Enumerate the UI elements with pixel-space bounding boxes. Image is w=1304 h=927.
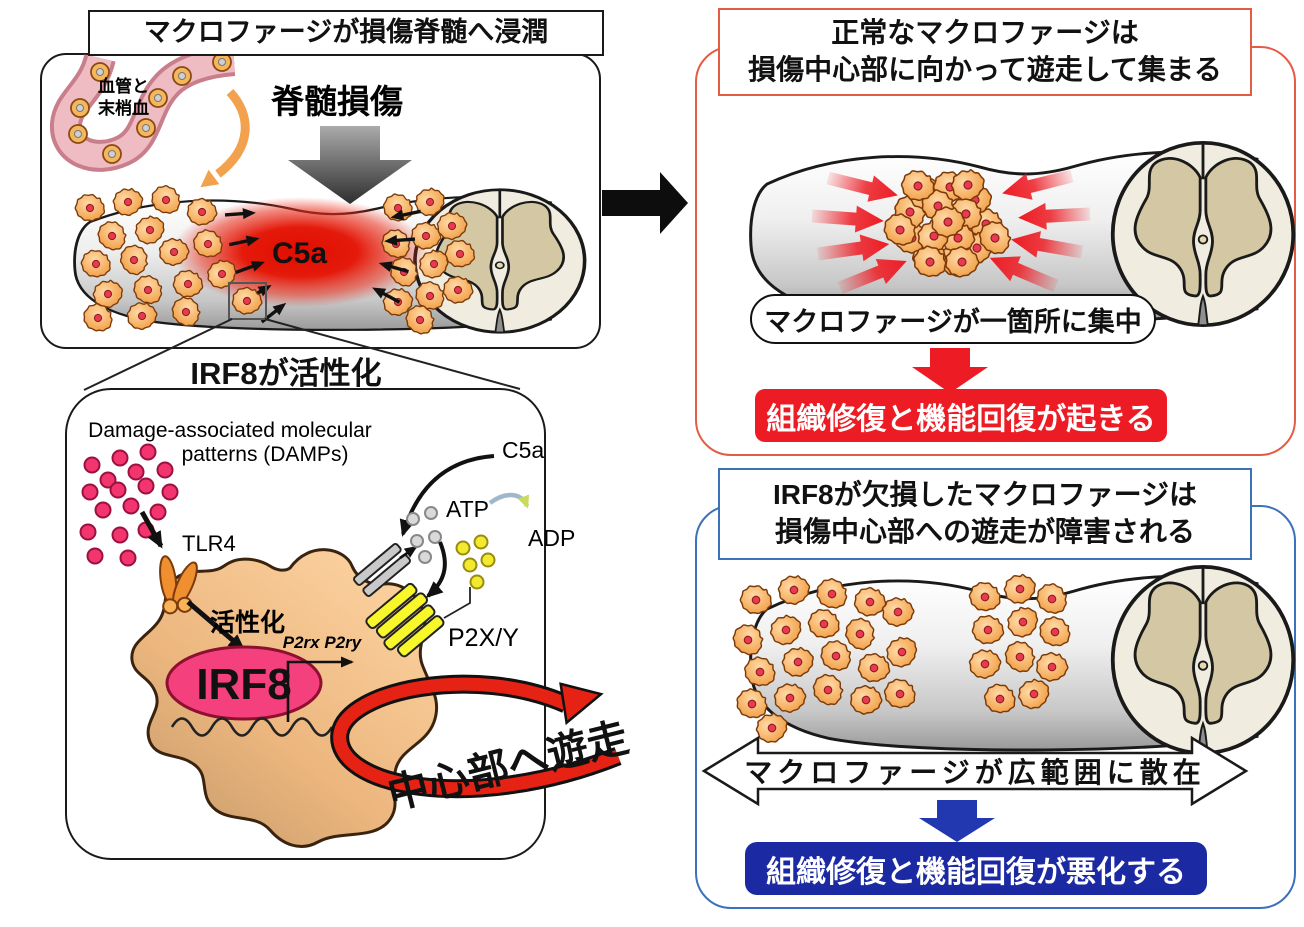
- damp-dot: [109, 481, 127, 499]
- p2xy-label: P2X/Y: [448, 624, 519, 652]
- vessel-label-line1: 血管と: [98, 76, 149, 96]
- negative-outcome-box: 組織修復と機能回復が悪化する: [745, 842, 1207, 895]
- vessel-cell-nucleus: [76, 104, 84, 112]
- normal-title-line1: 正常なマクロファージは: [831, 17, 1139, 49]
- scatter-caption: マクロファージが広範囲に散在: [744, 757, 1206, 788]
- deficient-title-line1: IRF8が欠損したマクロファージは: [772, 479, 1198, 511]
- damp-dot: [81, 483, 99, 501]
- vessel-cell-nucleus: [74, 130, 82, 138]
- deficient-panel-title: IRF8が欠損したマクロファージは 損傷中心部への遊走が障害される: [718, 468, 1252, 560]
- tlr4-receptor: [159, 555, 198, 615]
- cell-mechanism-illustration: Damage-associated molecular patterns (DA…: [79, 419, 622, 848]
- atp-dot: [424, 506, 438, 520]
- vessel-cell-nucleus: [218, 58, 226, 66]
- adp-dots: [455, 534, 496, 590]
- deficient-title-line2: 損傷中心部への遊走が障害される: [774, 516, 1195, 547]
- vessel-cell-nucleus: [154, 94, 162, 102]
- damp-dot: [161, 483, 179, 501]
- vessel-cell-nucleus: [108, 150, 116, 158]
- atp-release-arrow: [399, 545, 418, 560]
- transcription-arrow: [286, 656, 354, 722]
- irf8-label: IRF8: [196, 660, 291, 709]
- damp-dot: [79, 523, 97, 541]
- atp-dot: [406, 512, 420, 526]
- c5a-label: C5a: [272, 237, 327, 270]
- normal-migration-illustration: [751, 143, 1294, 393]
- c5a-injury-zone: [172, 197, 428, 307]
- genes-label: P2rx P2ry: [283, 633, 363, 652]
- vessel-entry-arrow: [200, 88, 250, 188]
- injury-arrow: [288, 126, 412, 204]
- damp-dot: [137, 477, 155, 495]
- zoom-heading: IRF8が活性化: [190, 356, 382, 391]
- infiltration-title: マクロファージが損傷脊髄へ浸潤: [88, 10, 604, 56]
- damp-dot: [99, 471, 117, 489]
- damp-dot: [119, 549, 137, 567]
- atp-dot: [418, 550, 432, 564]
- activation-label: 活性化: [210, 609, 285, 637]
- tlr4-label: TLR4: [182, 531, 236, 556]
- damp-dot: [111, 449, 129, 467]
- atp-label: ATP: [446, 496, 489, 522]
- zoom-source-box: [228, 282, 267, 320]
- injury-label: 脊髄損傷: [271, 83, 403, 120]
- damp-dot: [122, 497, 140, 515]
- migration-red-arrow: [330, 674, 622, 799]
- outcome-arrow-blue: [919, 800, 995, 842]
- outcome-arrow-red: [912, 348, 988, 393]
- panel-transition-arrow: [602, 172, 688, 234]
- zoom-callout-line-left: [83, 318, 233, 391]
- damp-dot: [86, 547, 104, 565]
- atp-dot: [428, 530, 442, 544]
- receptor-bracket: [443, 587, 471, 619]
- atp-dot: [410, 534, 424, 548]
- normal-panel-title: 正常なマクロファージは 損傷中心部に向かって遊走して集まる: [718, 8, 1252, 96]
- adp-dot: [480, 552, 496, 568]
- damp-dot: [111, 526, 129, 544]
- adp-dot: [469, 574, 485, 590]
- zoom-callout-line-right: [264, 318, 521, 390]
- damp-dot: [127, 463, 145, 481]
- activation-arrow: [186, 600, 246, 651]
- damps-label-line2: patterns (DAMPs): [182, 443, 349, 466]
- damp-dot: [139, 443, 157, 461]
- nucleotide-binding-arrow: [425, 541, 447, 598]
- adp-label: ADP: [528, 525, 575, 551]
- blood-vessel: [50, 44, 236, 172]
- atp-to-adp-arrow: [488, 492, 530, 509]
- damp-dot: [94, 501, 112, 519]
- vessel-cells: [68, 52, 232, 164]
- p2xy-receptors: [365, 582, 445, 658]
- irf8-ellipse: [165, 645, 323, 721]
- impaired-migration-illustration: [701, 567, 1293, 842]
- vessel-cell-nucleus: [142, 124, 150, 132]
- damps-label-line1: Damage-associated molecular: [88, 419, 372, 442]
- damp-dot: [149, 503, 167, 521]
- damp-dots: [79, 443, 179, 567]
- vessel-cell-nucleus: [96, 68, 104, 76]
- vessel-cell-nucleus: [178, 72, 186, 80]
- normal-title-line2: 損傷中心部に向かって遊走して集まる: [748, 54, 1222, 85]
- infiltration-illustration: C5a 血管と 末梢血 脊髄損傷: [50, 44, 585, 391]
- c5a-ligand-label: C5a: [502, 437, 544, 463]
- positive-outcome-box: 組織修復と機能回復が起きる: [755, 389, 1167, 442]
- concentration-caption: マクロファージが一箇所に集中: [750, 294, 1156, 344]
- adp-dot: [455, 540, 471, 556]
- adp-dot: [462, 557, 478, 573]
- damp-dot: [156, 461, 174, 479]
- damp-dot: [83, 456, 101, 474]
- adp-dot: [473, 534, 489, 550]
- scatter-double-arrow: [701, 735, 1249, 807]
- damps-to-tlr4-arrow: [139, 510, 164, 549]
- vessel-label-line2: 末梢血: [98, 98, 149, 118]
- atp-dots: [406, 506, 442, 564]
- dna-strand: [170, 717, 334, 737]
